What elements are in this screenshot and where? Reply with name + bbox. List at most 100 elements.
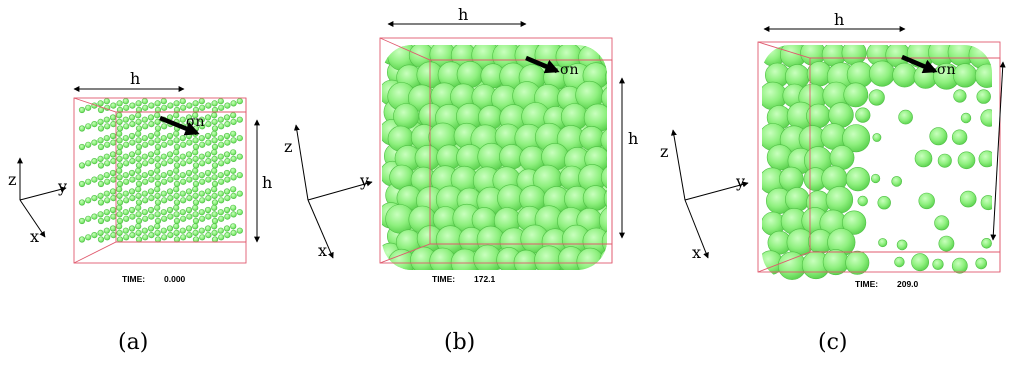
grain (78, 143, 86, 151)
grain (929, 127, 948, 146)
grain (160, 227, 167, 234)
grain (135, 106, 143, 114)
grain (192, 180, 200, 188)
grain (230, 155, 237, 162)
grain (147, 225, 155, 232)
grain (878, 238, 888, 248)
grain (198, 98, 205, 105)
grain (116, 125, 124, 132)
grain-pack-b (382, 45, 607, 270)
grain (605, 62, 607, 92)
grain (179, 172, 186, 179)
grain-lattice-a (78, 98, 243, 243)
grain (154, 118, 161, 125)
grain (230, 186, 237, 193)
grain (135, 112, 142, 119)
grain (122, 98, 129, 105)
grain (180, 178, 187, 185)
axis-label-y: y (57, 177, 67, 196)
grain (97, 229, 104, 236)
grain (147, 132, 155, 140)
grain (223, 206, 231, 214)
panel-c: z y x h σn TIME: 209.0 (660, 10, 1006, 289)
grain (161, 160, 168, 167)
grain (914, 149, 933, 168)
grain (78, 106, 86, 114)
caption-c: (c) (818, 330, 848, 355)
grain (185, 225, 193, 232)
grain (135, 118, 142, 125)
grain (97, 217, 105, 225)
grain (147, 169, 155, 177)
grain (116, 211, 123, 218)
grain (932, 258, 944, 270)
grain (154, 217, 162, 225)
grain (85, 178, 92, 185)
grain (192, 100, 199, 107)
grain (192, 211, 199, 218)
dimension-arrow-side-c (990, 61, 1006, 241)
grain (103, 153, 110, 160)
grain (154, 130, 161, 137)
grain (205, 139, 212, 146)
grain (110, 213, 117, 220)
grain (192, 149, 199, 156)
grain (109, 225, 117, 232)
grain (128, 188, 136, 195)
grain (230, 204, 237, 211)
grain (104, 141, 111, 148)
grain (236, 116, 243, 123)
grain (116, 204, 123, 211)
grain (951, 129, 968, 145)
grain (185, 151, 193, 158)
grain (603, 184, 607, 213)
grain (600, 127, 607, 153)
grain (135, 192, 142, 199)
grain (960, 112, 972, 124)
grain (211, 118, 218, 125)
grain (236, 209, 243, 216)
grain (192, 143, 200, 151)
grain (167, 102, 174, 109)
grain (141, 98, 148, 105)
grain (192, 223, 199, 230)
grain (937, 153, 952, 168)
grain (116, 130, 123, 137)
grain (952, 63, 978, 88)
grain (161, 197, 168, 204)
grain (78, 125, 86, 132)
grain (141, 116, 148, 123)
grain (167, 176, 174, 183)
grain (173, 204, 180, 211)
grain (154, 229, 161, 236)
stress-label-a: σn (186, 114, 205, 130)
grain (142, 197, 149, 204)
grain (103, 116, 110, 123)
grain (224, 158, 231, 165)
grain (97, 137, 104, 144)
grain (135, 100, 142, 107)
grain (230, 112, 237, 119)
grain (204, 206, 212, 214)
grain (892, 62, 917, 88)
grain (135, 174, 142, 181)
grain (205, 158, 212, 165)
grain (224, 102, 231, 109)
grain (204, 169, 212, 177)
grain (97, 180, 105, 188)
grain (135, 223, 142, 230)
grain (224, 213, 231, 220)
grain (97, 125, 105, 132)
stress-arrow-b (525, 55, 560, 74)
grain (129, 195, 136, 202)
sim-box-b (379, 37, 613, 264)
caption-b: (b) (444, 330, 476, 355)
grain (103, 98, 110, 105)
grain (784, 187, 810, 212)
grain (192, 217, 200, 225)
grain (154, 199, 162, 206)
grain (192, 192, 199, 199)
grain (148, 139, 155, 146)
grain (857, 195, 868, 207)
grain (148, 232, 155, 239)
